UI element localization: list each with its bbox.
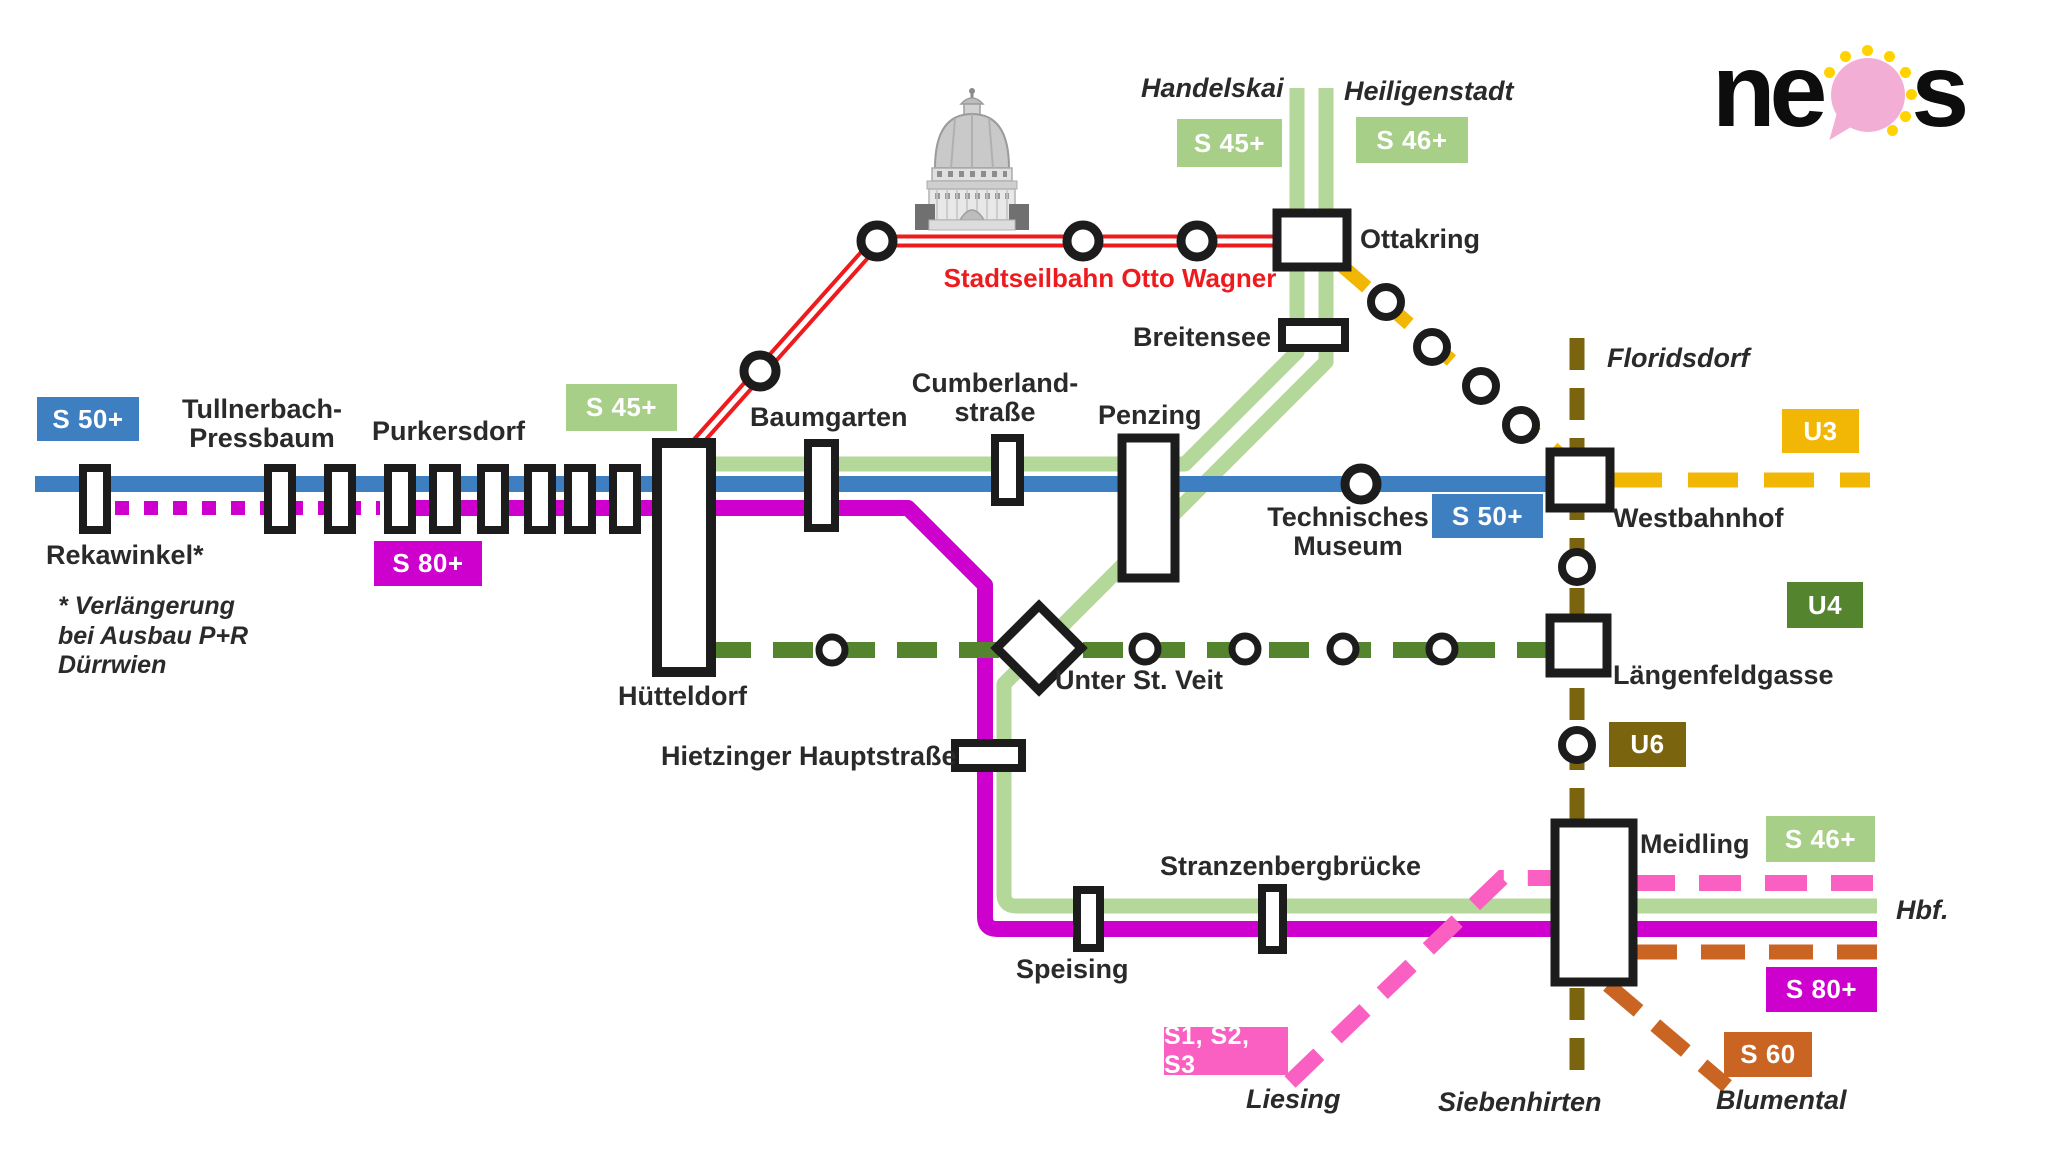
station-label-speising: Speising [1016,954,1129,984]
station-circle [1502,406,1540,444]
station-box-meidling [1550,818,1638,987]
eu-star-dot [1824,67,1836,78]
station-label-breitensee: Breitensee [1133,322,1272,352]
badge-s80-east: S 80+ [1766,967,1877,1012]
line-s123-diagonal [1284,870,1558,1088]
station-tick-speising [1073,886,1104,952]
stadtseilbahn-stops [739,220,1218,392]
station-label-purkersdorf: Purkersdorf [372,416,526,446]
footnote-verlaengerung: * Verlängerung bei Ausbau P+R Dürrwien [58,592,249,679]
terminus-siebenhirten: Siebenhirten [1438,1087,1602,1117]
church-illustration [915,88,1029,231]
station-tick [477,464,509,534]
terminus-blumental: Blumental [1716,1085,1847,1115]
neos-logo-s: s [1911,32,1969,149]
station-box-ottakring [1272,208,1352,272]
station-tick-hietzinger [951,739,1026,772]
station-tick [79,464,111,534]
badge-s50-west: S 50+ [37,397,139,441]
speech-bubble-icon [1831,58,1906,132]
station-label-laengenfeldgasse: Längenfeldgasse [1613,660,1834,690]
eu-star-dot [1887,125,1899,136]
station-tick-cumberlandstrasse [991,434,1024,506]
badge-s60: S 60 [1724,1032,1812,1077]
u3-stops [1367,283,1540,444]
station-label-tullnerbach: Tullnerbach- Pressbaum [181,394,342,454]
station-circle [1176,220,1218,262]
station-circle [856,220,898,262]
u4-stops [815,632,1459,667]
station-label-baumgarten: Baumgarten [750,402,908,432]
station-tick [264,464,296,534]
terminus-liesing: Liesing [1246,1084,1341,1114]
badge-u4: U4 [1787,582,1863,628]
eu-star-dot [1884,51,1896,62]
eu-star-dot [1840,51,1852,62]
station-label-penzing: Penzing [1098,400,1202,430]
station-circle [1128,632,1162,666]
station-box-penzing [1117,433,1180,583]
station-tick [524,464,556,534]
station-box-westbahnhof [1545,447,1615,513]
station-circle [1462,367,1500,405]
station-circle [1228,632,1262,666]
west-branch-station-ticks [79,464,641,534]
station-label-meidling: Meidling [1640,829,1750,859]
badge-s45-top: S 45+ [1177,119,1282,167]
neos-logo-bubble-icon [1824,45,1918,140]
station-label-technisches-museum: Technisches Museum [1267,502,1429,562]
badge-u6: U6 [1609,722,1686,767]
station-tick [564,464,596,534]
station-label-cumberlandstrasse: Cumberland- straße [911,368,1079,428]
station-label-huetteldorf: Hütteldorf [618,681,747,711]
station-circle [739,350,781,392]
station-diamond-unter-st-veit [990,599,1088,697]
station-tick-breitensee [1278,318,1349,352]
eu-star-dot [1862,45,1874,56]
terminus-handelskai: Handelskai [1141,73,1284,103]
station-box-laengenfeldgasse [1545,613,1612,678]
neos-logo: ne s [1712,33,1969,150]
station-tick [429,464,461,534]
station-tick-baumgarten [804,439,839,532]
station-circle [1367,283,1405,321]
terminus-floridsdorf: Floridsdorf [1607,343,1750,373]
badge-s46-east: S 46+ [1766,816,1875,862]
station-tick [384,464,416,534]
station-tick [609,464,641,534]
station-label-rekawinkel: Rekawinkel* [46,540,204,570]
station-box-huetteldorf [652,438,716,677]
station-label-stranzenbergbruecke: Stranzenbergbrücke [1160,851,1422,881]
eu-star-dot [1900,111,1912,122]
badge-s80-west: S 80+ [374,541,482,586]
station-tick [324,464,356,534]
eu-star-dot [1900,67,1912,78]
badge-s123: S1, S2, S3 [1164,1022,1288,1079]
station-circle [1326,632,1360,666]
station-circle [1062,220,1104,262]
eu-star-dot [1906,89,1918,100]
station-label-ottakring: Ottakring [1360,224,1481,254]
badge-s50-east: S 50+ [1432,494,1543,538]
neos-logo-ne: ne [1712,32,1827,149]
stadtseilbahn-label: Stadtseilbahn Otto Wagner [943,263,1277,293]
badge-s46-top: S 46+ [1356,117,1468,163]
station-circle [1413,328,1451,366]
line-s80-magenta [385,500,1877,937]
station-circle-u6-a [1558,548,1596,586]
terminus-hbf: Hbf. [1896,895,1949,925]
station-circle-technisches-museum [1340,463,1382,505]
station-label-westbahnhof: Westbahnhof [1613,503,1784,533]
station-circle [815,633,849,667]
badge-u3: U3 [1782,409,1859,453]
terminus-heiligenstadt: Heiligenstadt [1344,76,1514,106]
station-label-unter-st-veit: Unter St. Veit [1055,665,1224,695]
station-circle-u6-b [1558,726,1596,764]
line-s60-diagonal [1603,979,1732,1092]
station-label-hietzinger: Hietzinger Hauptstraße [661,741,957,771]
badge-s45-mid: S 45+ [566,384,677,431]
station-tick-stranzenbergbruecke [1258,884,1287,954]
station-circle [1425,632,1459,666]
